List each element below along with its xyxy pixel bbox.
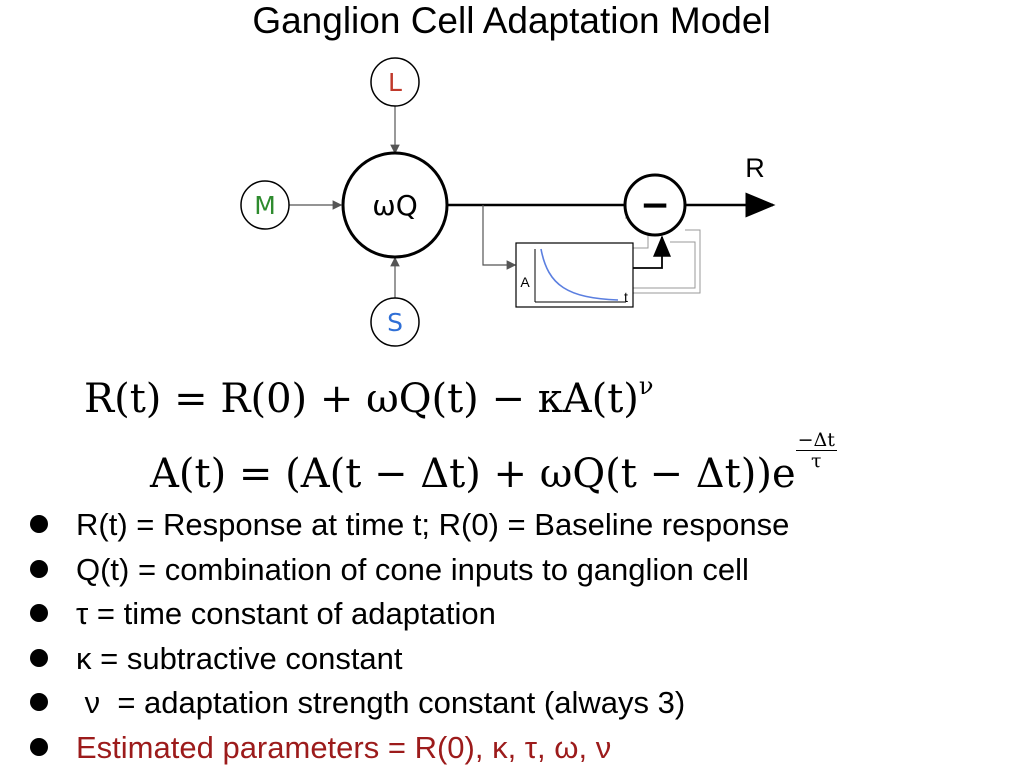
- bullet-dot-icon: [30, 560, 48, 578]
- equation-response-body: R(t) = R(0) + ωQ(t) − κA(t): [84, 376, 639, 422]
- bullet-item: R(t) = Response at time t; R(0) = Baseli…: [28, 503, 789, 548]
- bullet-text: Estimated parameters = R(0), κ, τ, ω, ν: [76, 730, 611, 765]
- bullet-item: ν = adaptation strength constant (always…: [28, 681, 789, 726]
- node-subtract-label: −: [640, 185, 670, 226]
- node-l-label: L: [388, 68, 402, 97]
- adaptation-x-label: t: [624, 289, 628, 305]
- bullet-text: τ = time constant of adaptation: [76, 596, 496, 631]
- bullet-dot-icon: [30, 604, 48, 622]
- node-l: L: [371, 58, 419, 106]
- bullet-dot-icon: [30, 738, 48, 756]
- bullet-dot-icon: [30, 515, 48, 533]
- node-s: S: [371, 298, 419, 346]
- bullet-item-estimated: Estimated parameters = R(0), κ, τ, ω, ν: [28, 726, 789, 770]
- bullet-text: R(t) = Response at time t; R(0) = Baseli…: [76, 507, 789, 542]
- bullet-item: τ = time constant of adaptation: [28, 592, 789, 637]
- bullet-text: κ = subtractive constant: [76, 641, 403, 676]
- bullet-item: κ = subtractive constant: [28, 637, 789, 682]
- bullet-dot-icon: [30, 693, 48, 711]
- bullet-text: Q(t) = combination of cone inputs to gan…: [76, 552, 749, 587]
- exponent-denominator: τ: [796, 451, 837, 471]
- bullet-dot-icon: [30, 649, 48, 667]
- edge-adaptation-to-minus: [632, 237, 662, 268]
- adaptation-model-diagram: L M S ωQ − R A t: [230, 50, 790, 350]
- feedback-loop-lower: [633, 242, 695, 288]
- edge-branch-to-adaptation: [483, 205, 515, 265]
- node-wq-label: ωQ: [372, 189, 418, 222]
- node-m-label: M: [254, 191, 276, 220]
- equation-response-exponent: ν: [639, 372, 654, 400]
- adaptation-box: A t: [516, 243, 633, 307]
- feedback-loop-right: [633, 230, 700, 293]
- node-s-label: S: [387, 308, 403, 337]
- definitions-list: R(t) = Response at time t; R(0) = Baseli…: [28, 503, 789, 770]
- bullet-item: Q(t) = combination of cone inputs to gan…: [28, 548, 789, 593]
- node-m: M: [241, 181, 289, 229]
- adaptation-y-label: A: [520, 274, 530, 290]
- page-title: Ganglion Cell Adaptation Model: [0, 0, 1023, 42]
- equation-adaptation-body: A(t) = (A(t − Δt) + ωQ(t − Δt))e: [150, 451, 796, 497]
- output-label: R: [745, 153, 765, 183]
- equation-response: R(t) = R(0) + ωQ(t) − κA(t)ν: [84, 360, 653, 425]
- exponent-numerator: −Δt: [796, 430, 837, 451]
- node-subtract: −: [625, 175, 685, 235]
- node-wq: ωQ: [343, 153, 447, 257]
- bullet-text: ν = adaptation strength constant (always…: [76, 685, 685, 720]
